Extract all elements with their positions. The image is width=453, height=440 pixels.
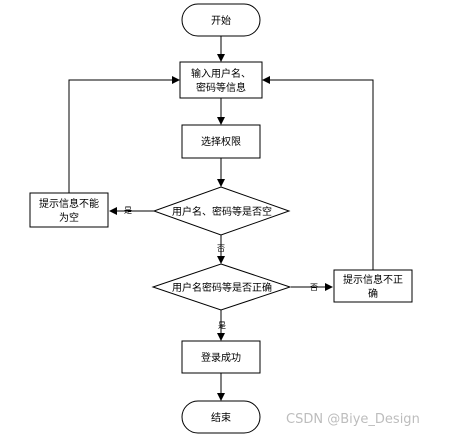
- edge-tip-wrong-to-input: [262, 76, 374, 270]
- tip-wrong-box: [333, 269, 413, 303]
- edge-label-correct-no: 否: [310, 283, 318, 292]
- select-permission-box: [181, 124, 261, 159]
- check-empty-diamond: [152, 186, 291, 236]
- end-label: 结束: [211, 411, 231, 424]
- end-terminal: [181, 400, 261, 434]
- tip-wrong-label-line1: 提示信息不正: [343, 273, 403, 286]
- start-label: 开始: [211, 14, 231, 27]
- edge-label-empty-no: 否: [217, 244, 225, 253]
- check-correct-diamond: [151, 263, 292, 311]
- watermark: CSDN @Biye_Design: [286, 412, 420, 427]
- select-permission-label: 选择权限: [201, 135, 241, 148]
- input-label-line2: 密码等信息: [196, 81, 246, 94]
- success-box: [181, 340, 261, 374]
- tip-empty-label-line2: 为空: [59, 211, 79, 224]
- check-empty-label: 用户名、密码等是否空: [172, 205, 272, 218]
- tip-wrong-label-line2: 确: [368, 287, 378, 300]
- check-correct-label: 用户名密码等是否正确: [172, 281, 272, 294]
- success-label: 登录成功: [201, 351, 241, 364]
- start-terminal: [181, 3, 261, 37]
- input-label-line1: 输入用户名、: [191, 67, 251, 80]
- edge-label-correct-yes: 是: [218, 321, 226, 330]
- tip-empty-label-line1: 提示信息不能: [39, 197, 99, 210]
- edge-label-empty-yes: 是: [124, 206, 132, 215]
- tip-empty-box: [29, 192, 109, 228]
- input-box: [179, 61, 263, 99]
- edge-tip-empty-to-input: [68, 76, 180, 193]
